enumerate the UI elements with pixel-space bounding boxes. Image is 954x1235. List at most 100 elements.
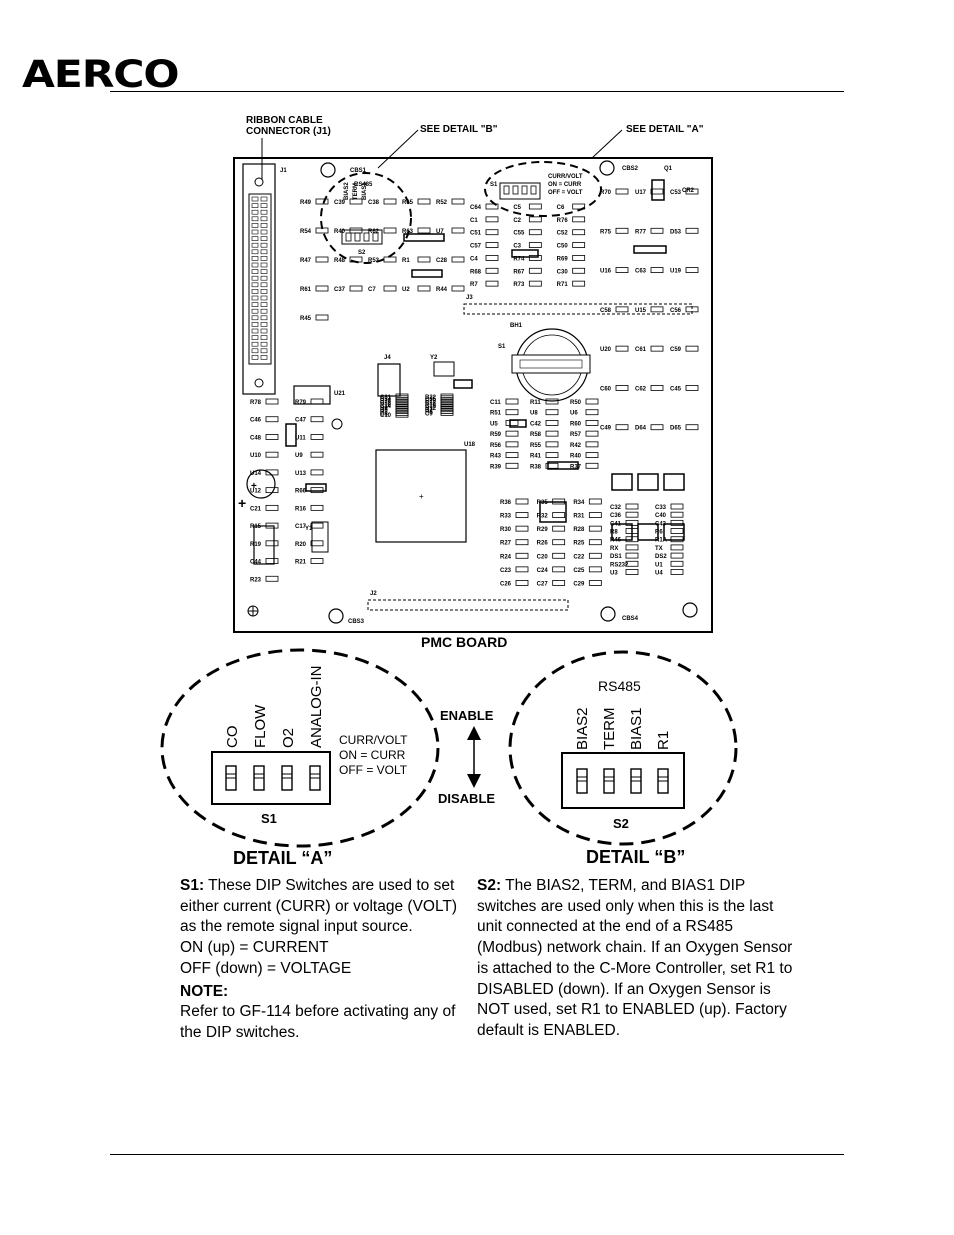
j1-pin	[260, 223, 268, 228]
component-pad	[670, 552, 684, 559]
component-label: C31	[380, 395, 392, 401]
j1-pin	[251, 256, 259, 261]
component-pad	[315, 227, 329, 234]
component-label: R23	[250, 577, 262, 583]
detail-a-leader-line	[591, 129, 623, 159]
component-pad	[515, 580, 529, 586]
component-label: C33	[655, 505, 667, 511]
component-label: R62	[368, 229, 380, 235]
j1-pin	[260, 229, 268, 235]
component-label: C26	[500, 581, 512, 587]
component-label: R8	[610, 530, 618, 536]
component-pad	[625, 519, 639, 526]
j1-pin	[251, 315, 259, 321]
component-label: R19	[250, 542, 262, 548]
component-label: R47	[300, 258, 312, 264]
component-pad	[528, 203, 542, 210]
component-label: R70	[600, 190, 612, 196]
component-label: R73	[513, 282, 525, 288]
component-pad	[310, 398, 324, 405]
detail-b-switch-name: S2	[613, 816, 629, 831]
see-detail-a-callout: SEE DETAIL "A"	[626, 124, 704, 135]
component-pad	[625, 511, 639, 518]
j1-pin	[251, 216, 259, 222]
component-pad	[265, 540, 279, 547]
component-label: DS2	[655, 554, 667, 560]
component-pad	[310, 434, 324, 440]
component-pad	[265, 522, 279, 529]
j1-pin	[260, 236, 268, 241]
component-label: R56	[490, 443, 502, 449]
component-pad	[670, 569, 684, 575]
j1-pin	[260, 196, 268, 202]
component-pad	[615, 267, 629, 273]
j1-pin	[260, 289, 268, 294]
component-pad	[552, 552, 566, 559]
component-label: R75	[600, 229, 612, 235]
component-label: R10	[380, 402, 392, 408]
component-label: U4	[655, 570, 663, 576]
component-pad	[625, 536, 639, 543]
ribbon-cable-callout: RIBBON CABLE CONNECTOR (J1)	[246, 115, 331, 137]
detail-a-title: DETAIL “A”	[233, 848, 332, 868]
component-pad	[485, 242, 499, 248]
component-pad	[625, 569, 639, 575]
component-pad	[650, 188, 664, 195]
component-label: R78	[250, 400, 262, 406]
component-pad	[528, 216, 542, 223]
component-label: R5	[380, 408, 388, 414]
component-pad	[440, 409, 454, 416]
component-pad	[310, 469, 324, 476]
component-pad	[505, 398, 519, 405]
component-label: R25	[573, 541, 585, 547]
j1-pin	[260, 269, 268, 274]
component-pad	[515, 512, 529, 518]
detail-a-label-co: CO	[224, 726, 241, 749]
component-label: C24	[537, 568, 549, 574]
component-label: C23	[500, 568, 512, 574]
component-pad	[585, 409, 599, 416]
mounting-hole-right	[682, 602, 698, 618]
component-pad	[349, 227, 363, 234]
component-label: C49	[600, 426, 612, 432]
component-label: U14	[250, 471, 262, 477]
component-label: C55	[513, 231, 525, 237]
component-label: R52	[436, 200, 448, 206]
component-label: R79	[295, 400, 307, 406]
component-pad	[395, 406, 409, 413]
component-label: R29	[537, 527, 549, 533]
component-pad	[572, 280, 586, 287]
component-label: R28	[573, 527, 585, 533]
board-s1-note-1: CURR/VOLT	[548, 174, 583, 180]
s2-body: The BIAS2, TERM, and BIAS1 DIP switches …	[477, 877, 793, 1039]
footer-rule	[110, 1154, 844, 1155]
component-label: C61	[635, 347, 647, 353]
component-pad	[451, 256, 465, 263]
component-pad	[505, 409, 519, 416]
component-pad	[545, 409, 559, 416]
component-label: R11	[530, 400, 541, 406]
s2-description: S2: The BIAS2, TERM, and BIAS1 DIP switc…	[477, 876, 799, 1042]
component-pad	[440, 402, 454, 409]
enable-disable-arrow	[467, 726, 481, 788]
component-pad	[265, 487, 279, 494]
ribbon-callout-line2: CONNECTOR (J1)	[246, 126, 331, 137]
label-y1: Y1	[305, 526, 313, 532]
component-pad	[552, 580, 566, 586]
j1-pin	[260, 256, 268, 261]
component-pad	[572, 255, 586, 261]
component-label: R1A	[655, 538, 668, 544]
component-pad	[670, 519, 684, 526]
j1-pin	[260, 355, 268, 360]
component-label: C20	[537, 554, 549, 560]
label-bh1: BH1	[510, 323, 523, 329]
component-pad	[505, 420, 519, 426]
component-label: R14	[380, 399, 392, 405]
component-label: R61	[300, 287, 312, 293]
detail-a-note-line1: CURR/VOLT	[339, 733, 408, 747]
component-label: R1	[402, 258, 410, 264]
component-pad	[515, 552, 529, 559]
corner-label-cbs1: CBS1	[350, 168, 367, 174]
component-label: C21	[250, 506, 262, 512]
